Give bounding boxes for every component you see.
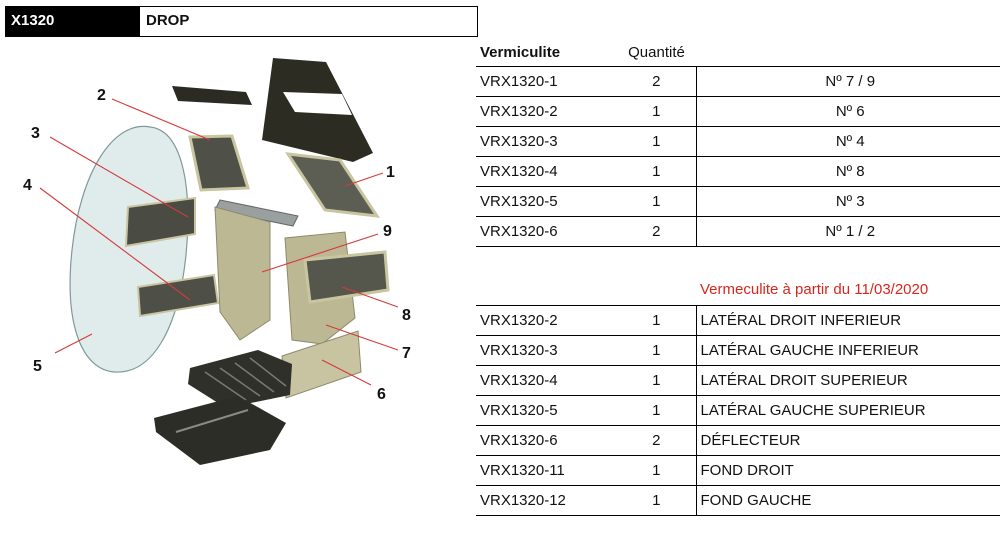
row-ref: VRX1320-2 <box>476 305 613 336</box>
row-qty: 1 <box>613 125 697 156</box>
table-row: VRX1320-11 1 FOND DROIT <box>476 455 1000 486</box>
row-qty: 2 <box>613 425 697 456</box>
row-qty: 1 <box>613 185 697 216</box>
table-header: Vermiculite Quantité <box>476 40 1000 66</box>
deflector-bar-part <box>172 86 252 105</box>
callout-8: 8 <box>402 307 411 324</box>
table-row: VRX1320-3 1 Nº 4 <box>476 125 1000 156</box>
row-qty: 1 <box>613 485 697 516</box>
row-ref: VRX1320-6 <box>476 425 613 456</box>
row-desc: Nº 7 / 9 <box>696 65 1000 96</box>
table-row: VRX1320-1 2 Nº 7 / 9 <box>476 65 1000 96</box>
panel-part-3 <box>124 196 196 248</box>
row-qty: 1 <box>613 335 697 366</box>
row-desc: Nº 1 / 2 <box>696 215 1000 247</box>
bracket-part <box>214 199 299 227</box>
row-desc: FOND DROIT <box>696 455 1000 486</box>
row-ref: VRX1320-3 <box>476 125 613 156</box>
panel-part-8 <box>303 250 390 304</box>
table-row: VRX1320-6 2 DÉFLECTEUR <box>476 425 1000 456</box>
col-header-ref: Vermiculite <box>480 44 561 62</box>
row-desc: Nº 3 <box>696 185 1000 216</box>
parts-table-2: VRX1320-2 1 LATÉRAL DROIT INFERIEUR VRX1… <box>476 305 1000 516</box>
row-qty: 1 <box>613 95 697 126</box>
row-desc: DÉFLECTEUR <box>696 425 1000 456</box>
row-desc: LATÉRAL GAUCHE INFERIEUR <box>696 335 1000 366</box>
back-panel-part-9 <box>214 206 271 341</box>
table-row: VRX1320-6 2 Nº 1 / 2 <box>476 215 1000 247</box>
col-header-qty: Quantité <box>628 44 685 62</box>
callout-6: 6 <box>377 386 386 403</box>
callout-3: 3 <box>31 125 40 142</box>
row-desc: LATÉRAL DROIT SUPERIEUR <box>696 365 1000 396</box>
row-desc: Nº 4 <box>696 125 1000 156</box>
row-qty: 2 <box>613 65 697 96</box>
row-ref: VRX1320-4 <box>476 155 613 186</box>
table-row: VRX1320-4 1 LATÉRAL DROIT SUPERIEUR <box>476 365 1000 396</box>
ash-pan-part <box>154 396 286 465</box>
row-desc: LATÉRAL DROIT INFERIEUR <box>696 305 1000 336</box>
callout-2: 2 <box>97 87 106 104</box>
callout-7: 7 <box>402 345 411 362</box>
row-ref: VRX1320-5 <box>476 395 613 426</box>
callout-1: 1 <box>386 164 395 181</box>
row-desc: FOND GAUCHE <box>696 485 1000 516</box>
row-ref: VRX1320-6 <box>476 215 613 247</box>
panel-part-2 <box>188 134 251 192</box>
row-ref: VRX1320-5 <box>476 185 613 216</box>
row-ref: VRX1320-4 <box>476 365 613 396</box>
callout-9: 9 <box>383 223 392 240</box>
row-desc: Nº 6 <box>696 95 1000 126</box>
grate-part <box>188 350 292 408</box>
row-desc: Nº 8 <box>696 155 1000 186</box>
callout-4: 4 <box>23 177 32 194</box>
row-qty: 1 <box>613 455 697 486</box>
parts-table-1: Vermiculite Quantité VRX1320-1 2 Nº 7 / … <box>476 40 1000 247</box>
row-desc: LATÉRAL GAUCHE SUPERIEUR <box>696 395 1000 426</box>
table-row: VRX1320-3 1 LATÉRAL GAUCHE INFERIEUR <box>476 335 1000 366</box>
row-qty: 1 <box>613 305 697 336</box>
row-ref: VRX1320-3 <box>476 335 613 366</box>
table-row: VRX1320-2 1 LATÉRAL DROIT INFERIEUR <box>476 305 1000 336</box>
table-row: VRX1320-5 1 LATÉRAL GAUCHE SUPERIEUR <box>476 395 1000 426</box>
row-qty: 2 <box>613 215 697 247</box>
row-qty: 1 <box>613 395 697 426</box>
product-code: X1320 <box>6 7 140 36</box>
product-name: DROP <box>146 12 190 29</box>
row-qty: 1 <box>613 155 697 186</box>
row-ref: VRX1320-12 <box>476 485 613 516</box>
table-row: VRX1320-4 1 Nº 8 <box>476 155 1000 186</box>
row-ref: VRX1320-1 <box>476 65 613 96</box>
row-ref: VRX1320-11 <box>476 455 613 486</box>
table-row: VRX1320-5 1 Nº 3 <box>476 185 1000 216</box>
product-header: X1320 DROP <box>5 6 478 37</box>
panel-part-4 <box>136 273 220 318</box>
table-row: VRX1320-2 1 Nº 6 <box>476 95 1000 126</box>
table-row: VRX1320-12 1 FOND GAUCHE <box>476 485 1000 516</box>
callout-5: 5 <box>33 358 42 375</box>
panel-part-1 <box>284 152 381 218</box>
row-qty: 1 <box>613 365 697 396</box>
exploded-parts-diagram: 1 2 3 4 5 6 7 8 9 <box>23 58 411 465</box>
row-ref: VRX1320-2 <box>476 95 613 126</box>
glass-door-part <box>69 125 189 373</box>
vermiculite-date-note: Vermeculite à partir du 11/03/2020 <box>700 281 929 298</box>
